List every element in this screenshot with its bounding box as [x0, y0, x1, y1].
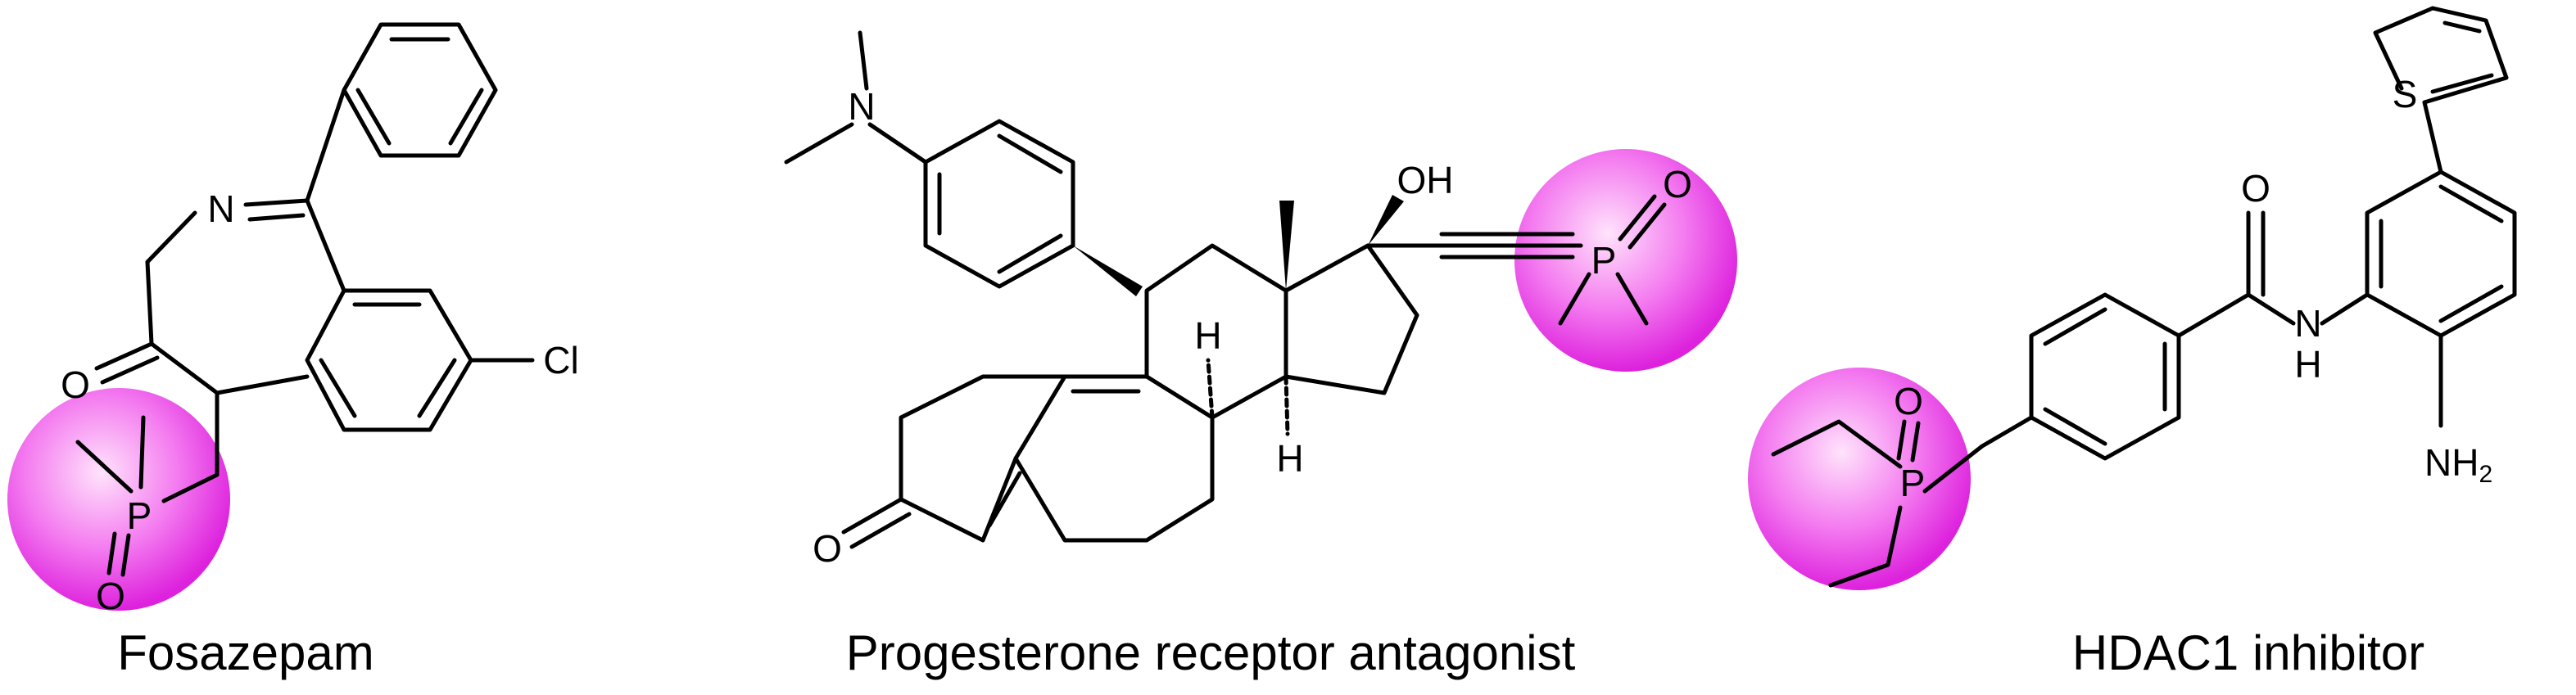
fosazepam-atom-cl: Cl — [543, 339, 578, 381]
hdac1-atom-nh2: NH2 — [2424, 441, 2492, 488]
hdac1-atom-n-h: H — [2294, 343, 2321, 386]
antagonist-atom-o-keto: O — [813, 527, 842, 570]
antagonist-atom-n: N — [848, 85, 875, 128]
hdac1-atom-s: S — [2393, 73, 2418, 115]
fosazepam-caption: Fosazepam — [117, 625, 373, 680]
hdac1-atom-p: P — [1900, 462, 1926, 504]
progesterone-antagonist-structure — [784, 30, 1667, 549]
hdac1-atom-o-amide: O — [2241, 167, 2270, 210]
hdac1-atom-o-po: O — [1894, 380, 1923, 422]
antagonist-atom-p: P — [1591, 239, 1617, 282]
hdac1-inhibitor-structure — [1771, 6, 2517, 588]
fosazepam-atom-p: P — [127, 494, 152, 537]
hdac1-atom-nh2-subscript: 2 — [2479, 461, 2492, 488]
hdac1-atom-nh2-main: NH — [2424, 441, 2479, 484]
antagonist-atom-o-po: O — [1663, 163, 1692, 205]
phosphine-oxide-highlight-antagonist — [1514, 149, 1737, 372]
antagonist-atom-oh: OH — [1397, 159, 1454, 201]
antagonist-caption: Progesterone receptor antagonist — [846, 625, 1576, 680]
hdac1-caption: HDAC1 inhibitor — [2072, 625, 2424, 680]
hdac1-atom-n: N — [2294, 302, 2321, 345]
antagonist-atom-h2: H — [1276, 437, 1303, 480]
fosazepam-atom-n: N — [207, 187, 234, 230]
fosazepam-atom-o-keto: O — [61, 363, 90, 406]
fosazepam-atom-o-po: O — [96, 575, 125, 617]
fosazepam-structure — [75, 22, 535, 577]
phosphine-oxide-highlight-hdac1 — [1748, 368, 1971, 590]
phosphine-oxide-highlight-fosazepam — [7, 388, 230, 611]
antagonist-atom-h1: H — [1194, 314, 1221, 357]
